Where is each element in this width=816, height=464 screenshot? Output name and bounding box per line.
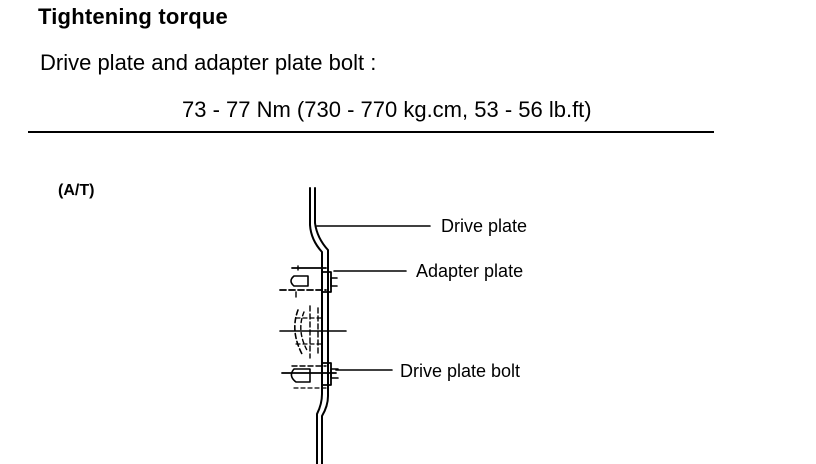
callout-drive-plate: Drive plate — [441, 216, 528, 236]
transmission-variant-label: (A/T) — [58, 182, 95, 199]
torque-spec-value: 73 - 77 Nm (730 - 770 kg.cm, 53 - 56 lb.… — [182, 97, 592, 122]
upper-bolt-assembly — [279, 265, 338, 298]
drive-plate-profile-inner — [314, 187, 329, 464]
lower-bolt-assembly — [281, 362, 339, 389]
section-divider — [28, 131, 714, 133]
callout-drive-plate-bolt: Drive plate bolt — [400, 361, 521, 381]
section-heading: Tightening torque — [38, 4, 228, 29]
drive-plate-profile-outer — [309, 187, 323, 464]
torque-spec-label: Drive plate and adapter plate bolt : — [40, 50, 377, 75]
callout-adapter-plate: Adapter plate — [416, 261, 524, 281]
center-hub-outline — [279, 305, 347, 359]
